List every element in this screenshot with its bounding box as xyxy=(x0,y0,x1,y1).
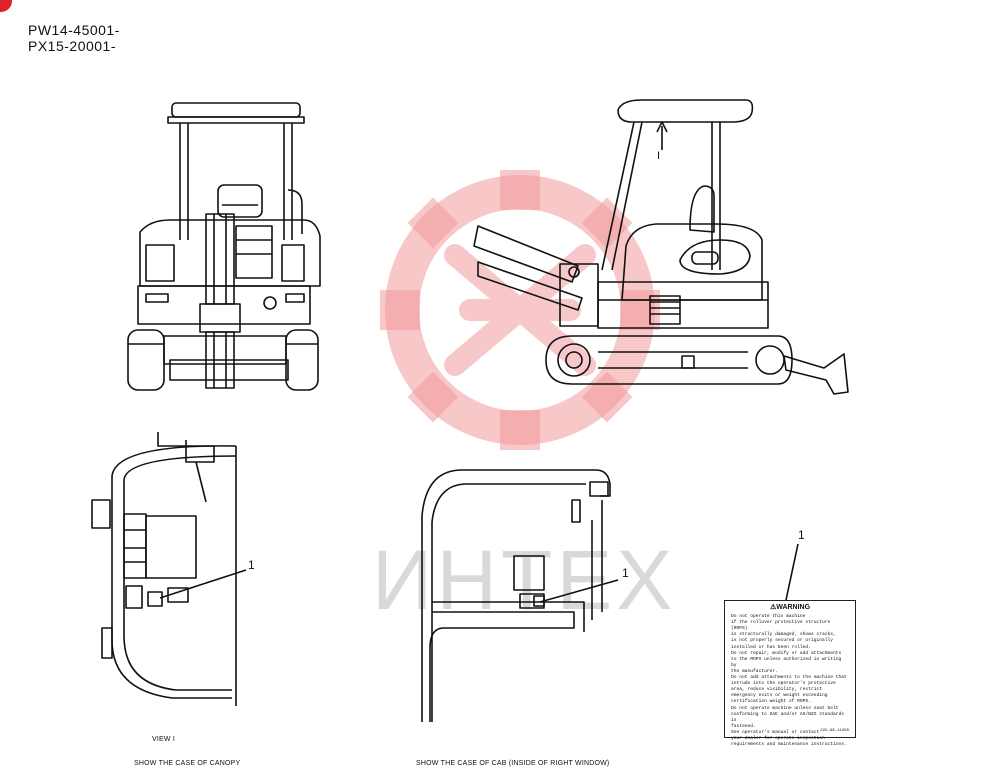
warning-line: if the rollover protective structure (RO… xyxy=(731,620,831,632)
cab-case-detail xyxy=(421,469,619,722)
warning-line: Do not repair, modify or add attachments xyxy=(731,650,842,656)
warning-line: installed or has been rolled. xyxy=(731,644,811,650)
cab-callout-number: 1 xyxy=(622,566,629,580)
warning-line: certification weight of ROPS. xyxy=(731,699,811,705)
warning-line: intrude into the operator's protective xyxy=(731,681,836,687)
warning-line: fastened. xyxy=(731,723,756,729)
warning-line: to the ROPS unless authorized in writing… xyxy=(731,656,842,668)
warning-line: Do not operate this machine xyxy=(731,614,806,620)
warning-label-lines: Do not operate this machine if the rollo… xyxy=(731,614,849,748)
serial-range-line-1: PW14-45001- xyxy=(28,22,120,38)
view-caption: VIEW I xyxy=(152,736,175,743)
warning-line: Do not add attachments to the machine th… xyxy=(731,675,847,681)
view-arrow-label: I xyxy=(657,150,661,162)
warning-line: area, reduce visibility, restrict xyxy=(731,687,822,693)
excavator-side-view xyxy=(473,99,849,395)
warning-line: your dealer for operate inspection xyxy=(731,735,825,741)
warning-line: See operator's manual or contact xyxy=(731,729,820,735)
warning-line: requirements and maintenance instruction… xyxy=(731,742,847,748)
warning-line: emergency exits or weight exceeding xyxy=(731,693,828,699)
serial-range-line-2: PX15-20001- xyxy=(28,38,117,54)
warning-label-title: ⚠WARNING xyxy=(769,604,811,611)
canopy-case-detail xyxy=(91,432,247,706)
warning-line: is structurally damaged, shows cracks, xyxy=(731,632,836,638)
excavator-front-view xyxy=(127,102,321,391)
label-leader-line xyxy=(785,543,799,601)
warning-label-part-code: 22U-98-11450 xyxy=(820,728,849,733)
canopy-case-caption: SHOW THE CASE OF CANOPY xyxy=(134,760,241,767)
label-callout-number: 1 xyxy=(798,528,805,542)
warning-line: the manufacturer. xyxy=(731,668,778,674)
warning-label: ⚠WARNING Do not operate this machine if … xyxy=(724,600,856,747)
cab-case-caption: SHOW THE CASE OF CAB (INSIDE OF RIGHT WI… xyxy=(416,760,610,767)
warning-line: conforming to SAE and/or AS/NZS standard… xyxy=(731,711,845,723)
canopy-callout-number: 1 xyxy=(248,558,255,572)
warning-line: Do not operate machine unless seat belt xyxy=(731,705,839,711)
warning-line: is not properly secured or originally xyxy=(731,638,833,644)
